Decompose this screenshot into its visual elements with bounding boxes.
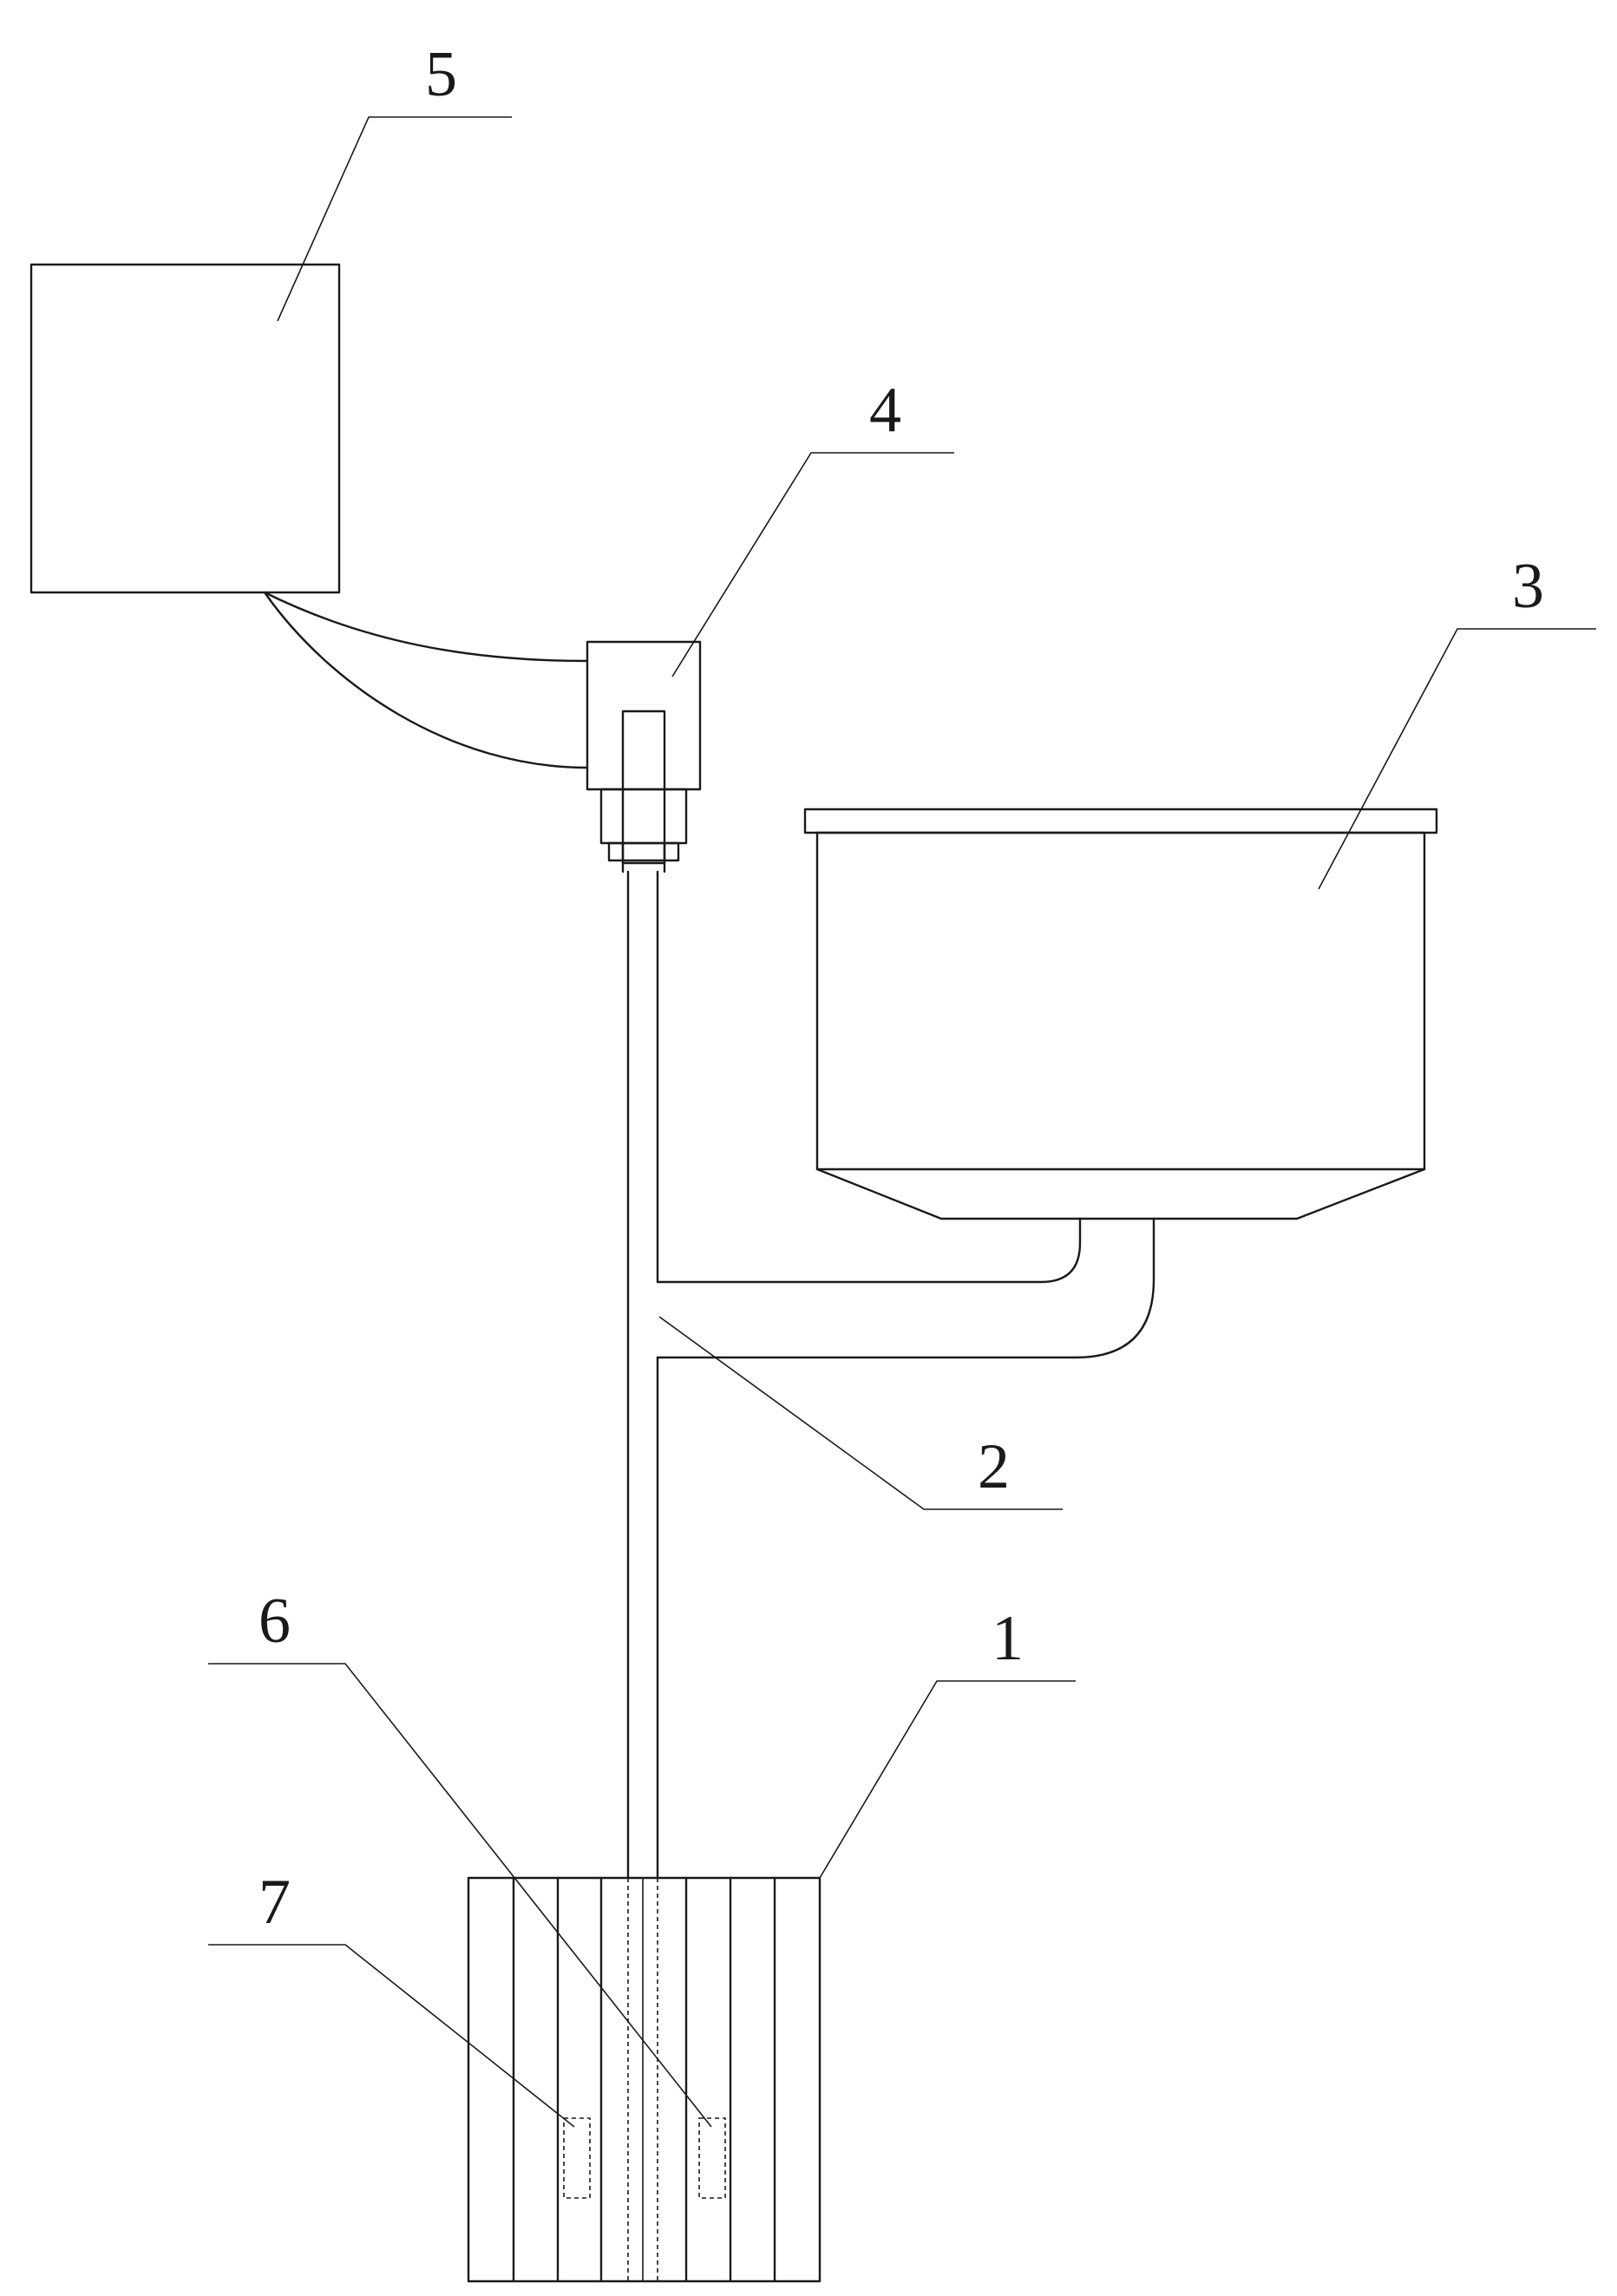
component-4-collar: [607, 841, 680, 862]
cable-lower: [263, 591, 589, 769]
component-3-lid: [803, 808, 1438, 834]
leader-6: [208, 1663, 712, 2128]
leader-1: [819, 1680, 1076, 1879]
component-5-box: [29, 263, 341, 594]
label-7: 7: [259, 1867, 291, 1938]
component-7-sensor: [563, 2117, 591, 2199]
leader-3: [1318, 628, 1596, 890]
label-1: 1: [992, 1603, 1024, 1674]
component-4-coupling: [599, 788, 688, 845]
component-3-body: [815, 831, 1426, 1171]
label-3: 3: [1512, 551, 1544, 622]
component-6-sensor: [698, 2117, 726, 2199]
component-4-inner-slot: [621, 710, 666, 865]
branch-pipe-lower: [656, 1217, 1155, 1359]
branch-pipe-upper: [656, 1217, 1082, 1284]
cable-upper: [263, 591, 589, 663]
component-1-body: [467, 1876, 822, 2283]
component-3-hopper: [815, 1168, 1426, 1220]
leader-4: [671, 452, 954, 677]
leader-5: [277, 116, 512, 322]
label-6: 6: [259, 1586, 291, 1657]
label-5: 5: [425, 39, 457, 110]
leader-7: [208, 1944, 575, 2128]
label-4: 4: [869, 375, 901, 446]
leader-2: [658, 1316, 1063, 1510]
component-4-body: [586, 640, 702, 791]
label-2: 2: [978, 1431, 1010, 1502]
